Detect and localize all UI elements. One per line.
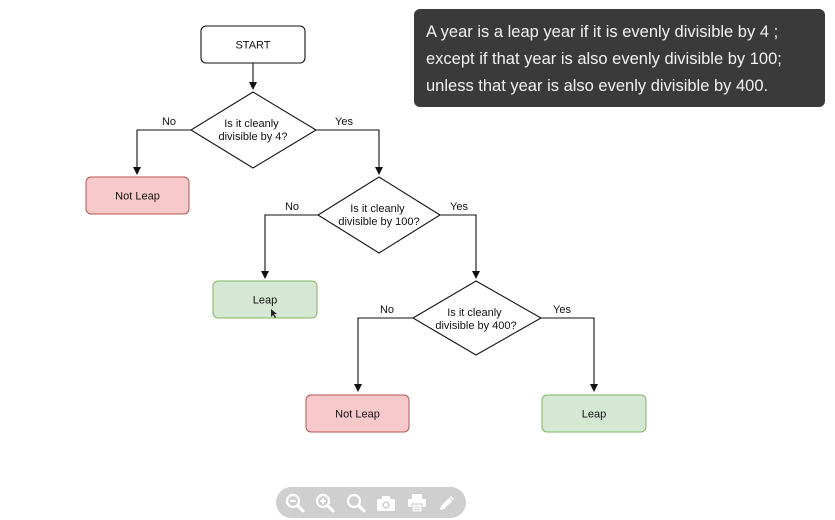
q1-yes-label: Yes [335, 116, 353, 128]
decision-4-line-2: divisible by 4? [218, 131, 287, 143]
pencil-icon[interactable] [435, 491, 459, 515]
leap-node-1[interactable]: Leap [212, 280, 318, 319]
edge-q2-yes [440, 214, 480, 279]
search-icon[interactable] [344, 491, 368, 515]
edge-q1-no [133, 129, 191, 175]
not-leap-node-1[interactable]: Not Leap [85, 176, 190, 215]
not-leap-node-1-label: Not Leap [115, 191, 160, 203]
decision-4-line-1: Is it cleanly [224, 118, 279, 130]
print-icon[interactable] [405, 491, 429, 515]
decision-400-line-1: Is it cleanly [447, 307, 502, 319]
mouse-cursor-icon [271, 309, 277, 318]
decision-100-line-2: divisible by 100? [338, 216, 419, 228]
q3-yes-label: Yes [553, 304, 571, 316]
svg-text:Is it cleanly divisible: Is it cleanly divisible by 4? [218, 118, 287, 143]
edge-q3-no [354, 317, 413, 392]
leap-node-2-label: Leap [582, 409, 606, 421]
decision-node-divisible-100[interactable]: Is it cleanly divisible by 100? [316, 176, 442, 254]
not-leap-node-2[interactable]: Not Leap [305, 394, 410, 433]
not-leap-node-2-label: Not Leap [335, 409, 380, 421]
svg-text:Is it cleanly divisible: Is it cleanly divisible by 100? [338, 203, 419, 228]
start-node-label: START [235, 40, 270, 52]
leap-year-rule-box: A year is a leap year if it is evenly di… [414, 9, 825, 107]
edge-q2-no [261, 214, 318, 279]
rule-line-3: unless that year is also evenly divisibl… [426, 77, 769, 95]
leap-node-1-label: Leap [253, 295, 277, 307]
edge-q1-yes [316, 129, 383, 175]
q2-yes-label: Yes [450, 201, 468, 213]
svg-text:Is it cleanly divisible: Is it cleanly divisible by 400? [435, 307, 516, 332]
decision-400-line-2: divisible by 400? [435, 320, 516, 332]
decision-node-divisible-4[interactable]: Is it cleanly divisible by 4? [189, 91, 318, 169]
camera-icon[interactable] [374, 491, 398, 515]
start-node[interactable]: START [200, 25, 306, 64]
viewer-toolbar [276, 487, 466, 518]
zoom-out-icon[interactable] [283, 491, 307, 515]
edge-q3-yes [541, 317, 598, 392]
q1-no-label: No [162, 116, 176, 128]
leap-node-2[interactable]: Leap [541, 394, 647, 433]
decision-node-divisible-400[interactable]: Is it cleanly divisible by 400? [411, 280, 543, 356]
rule-line-2: except if that year is also evenly divis… [426, 50, 782, 68]
rule-line-1: A year is a leap year if it is evenly di… [426, 23, 779, 41]
decision-100-line-1: Is it cleanly [350, 203, 405, 215]
q2-no-label: No [285, 201, 299, 213]
q3-no-label: No [380, 304, 394, 316]
zoom-in-icon[interactable] [313, 491, 337, 515]
